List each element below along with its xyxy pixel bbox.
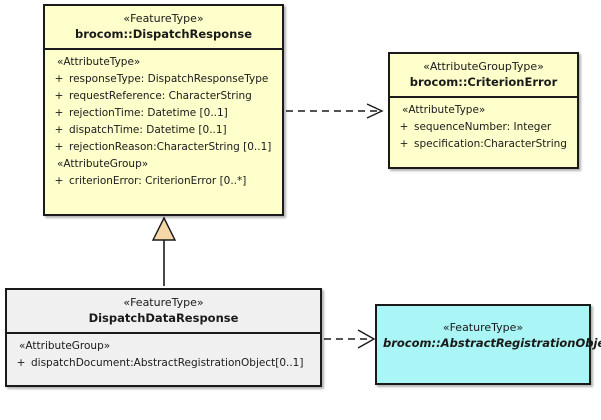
- attribute-row[interactable]: + requestReference: CharacterString: [49, 88, 278, 105]
- attribute-label: dispatchDocument:AbstractRegistrationObj…: [31, 357, 304, 369]
- attribute-label: sequenceNumber: Integer: [414, 121, 552, 133]
- visibility-marker: +: [54, 107, 64, 119]
- attribute-group-label: «AttributeGroup»: [19, 340, 111, 352]
- class-name-label: brocom::CriterionError: [409, 75, 558, 89]
- visibility-marker: +: [399, 121, 409, 133]
- attribute-label: specification:CharacterString: [414, 138, 567, 150]
- attribute-row[interactable]: + rejectionReason:CharacterString [0..1]: [49, 139, 278, 156]
- dependency-dispatchresponse-to-criterionerror: [286, 103, 384, 119]
- attributes-compartment: «AttributeType» + responseType: Dispatch…: [45, 50, 282, 195]
- class-header: «AttributeGroupType» brocom::CriterionEr…: [390, 54, 577, 98]
- class-header: «FeatureType» brocom::DispatchResponse: [45, 6, 282, 50]
- dependency-dispatchdataresponse-to-abstractregistrationobject: [324, 329, 376, 349]
- visibility-marker: +: [16, 357, 26, 369]
- class-box-criterion-error[interactable]: «AttributeGroupType» brocom::CriterionEr…: [388, 52, 579, 169]
- class-header: «FeatureType» brocom::AbstractRegistrati…: [377, 306, 601, 357]
- stereotype-label: «AttributeGroupType»: [423, 60, 544, 73]
- open-arrowhead-icon: [357, 329, 376, 349]
- attribute-row[interactable]: + rejectionTime: Datetime [0..1]: [49, 105, 278, 122]
- attribute-row[interactable]: + sequenceNumber: Integer: [394, 119, 573, 136]
- class-name-label: DispatchDataResponse: [88, 311, 239, 325]
- visibility-marker: +: [54, 90, 64, 102]
- class-header: «FeatureType» DispatchDataResponse: [7, 290, 320, 334]
- attribute-label: rejectionTime: Datetime [0..1]: [69, 107, 228, 119]
- visibility-marker: +: [54, 73, 64, 85]
- visibility-marker: +: [54, 175, 64, 187]
- class-box-dispatch-data-response[interactable]: «FeatureType» DispatchDataResponse «Attr…: [5, 288, 322, 387]
- attribute-label: criterionError: CriterionError [0..*]: [69, 175, 247, 187]
- visibility-marker: +: [399, 138, 409, 150]
- attribute-row[interactable]: + specification:CharacterString: [394, 136, 573, 153]
- attribute-row[interactable]: + dispatchDocument:AbstractRegistrationO…: [11, 355, 316, 372]
- attribute-row[interactable]: + criterionError: CriterionError [0..*]: [49, 173, 278, 190]
- attributes-compartment: «AttributeType» + sequenceNumber: Intege…: [390, 98, 577, 158]
- attributes-compartment: «AttributeGroup» + dispatchDocument:Abst…: [7, 334, 320, 377]
- class-box-abstract-registration-object[interactable]: «FeatureType» brocom::AbstractRegistrati…: [375, 304, 601, 385]
- attribute-row[interactable]: + responseType: DispatchResponseType: [49, 71, 278, 88]
- visibility-marker: +: [54, 124, 64, 136]
- class-box-dispatch-response[interactable]: «FeatureType» brocom::DispatchResponse «…: [43, 4, 284, 216]
- open-arrowhead-icon: [366, 103, 384, 119]
- attribute-label: responseType: DispatchResponseType: [69, 73, 269, 85]
- attribute-group-label: «AttributeGroup»: [57, 158, 149, 170]
- attribute-group-label: «AttributeType»: [57, 56, 141, 68]
- generalization-dispatchdataresponse-to-dispatchresponse: [151, 216, 177, 286]
- attribute-label: rejectionReason:CharacterString [0..1]: [69, 141, 272, 153]
- attribute-label: requestReference: CharacterString: [69, 90, 252, 102]
- attribute-label: dispatchTime: Datetime [0..1]: [69, 124, 227, 136]
- hollow-triangle-icon: [151, 216, 177, 241]
- stereotype-label: «FeatureType»: [123, 296, 204, 309]
- class-name-label: brocom::AbstractRegistrationObject: [383, 336, 601, 350]
- stereotype-label: «FeatureType»: [123, 12, 204, 25]
- attribute-row[interactable]: + dispatchTime: Datetime [0..1]: [49, 122, 278, 139]
- visibility-marker: +: [54, 141, 64, 153]
- class-name-label: brocom::DispatchResponse: [75, 27, 252, 41]
- stereotype-label: «FeatureType»: [442, 321, 524, 334]
- attribute-group-label: «AttributeType»: [402, 104, 486, 116]
